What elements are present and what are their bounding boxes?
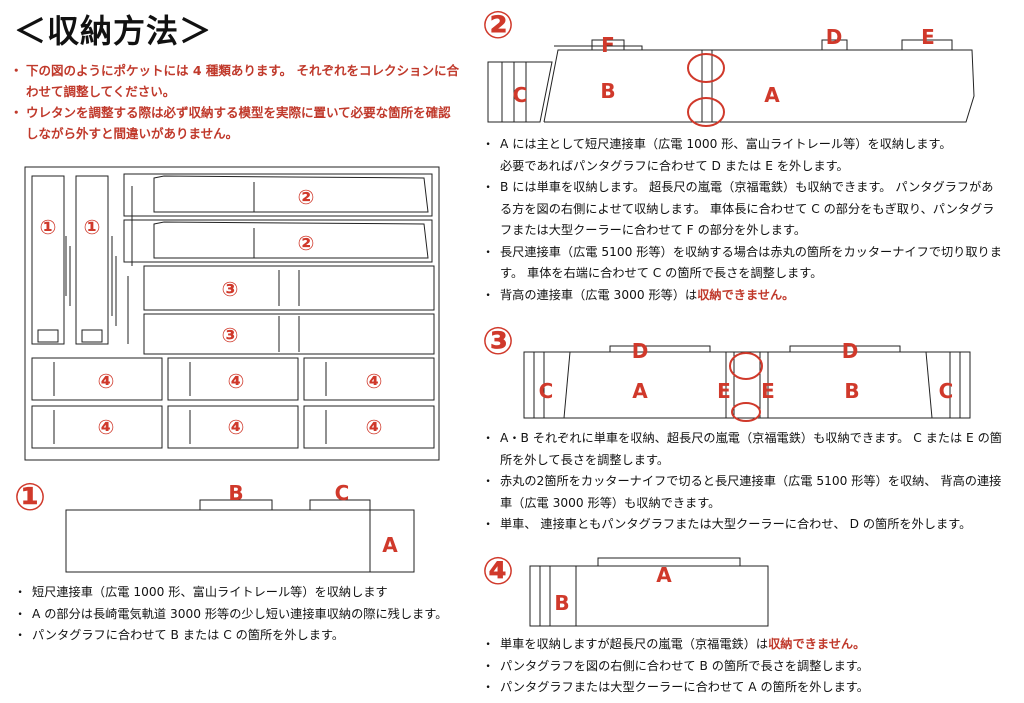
intro-note: 下の図のようにポケットには 4 種類あります。 それぞれをコレクションに合わせて… (10, 60, 460, 102)
note: 単車を収納しますが超長尺の嵐電（京福電鉄）は収納できません。 (482, 634, 1002, 656)
section-number: ② (482, 3, 515, 47)
pocket-1 (31, 175, 65, 345)
note: 赤丸の2箇所をカッターナイフで切ると長尺連接車（広電 5100 形等）を収納、 … (482, 471, 1008, 514)
pocket-1 (75, 175, 109, 345)
pocket-4 (31, 405, 163, 449)
part-label: E (921, 26, 935, 49)
tray-outline (24, 166, 440, 461)
part-label: A (632, 379, 648, 403)
part-label: F (601, 33, 615, 57)
section-2-notes: A には主として短尺連接車（広電 1000 形、富山ライトレール等）を収納します… (482, 134, 1002, 306)
section-1-notes: 短尺連接車（広電 1000 形、富山ライトレール等）を収納します A の部分は長… (14, 582, 484, 647)
pocket-2-diagram: F D E C B A (487, 26, 975, 127)
section-number: ④ (482, 549, 515, 593)
pocket-label: ③ (222, 277, 239, 301)
note: 長尺連接車（広電 5100 形等）を収納する場合は赤丸の箇所をカッターナイフで切… (482, 242, 1002, 285)
part-label: D (826, 26, 843, 49)
pocket-label: ④ (366, 369, 383, 393)
cut-mark-circle (729, 352, 763, 380)
part-label: C (939, 379, 954, 403)
pocket-4 (303, 357, 435, 401)
note: A の部分は長崎電気軌道 3000 形等の少し短い連接車収納の際に残します。 (14, 604, 484, 626)
pocket-4 (167, 357, 299, 401)
pocket-label: ① (84, 215, 101, 239)
pocket-1-diagram: B C A (65, 481, 415, 573)
cut-mark-circle (731, 402, 761, 422)
part-label: E (761, 379, 775, 403)
warning-text: 収納できません。 (768, 637, 866, 651)
warning-text: 収納できません。 (697, 287, 795, 302)
page-title: ＜収納方法＞ (14, 12, 213, 50)
pocket-4 (31, 357, 163, 401)
section-3-notes: A・B それぞれに単車を収納、超長尺の嵐電（京福電鉄）も収納できます。 C また… (482, 428, 1008, 536)
part-label: E (717, 379, 731, 403)
cut-mark-circle (687, 97, 725, 127)
part-label: C (513, 83, 528, 107)
note: 短尺連接車（広電 1000 形、富山ライトレール等）を収納します (14, 582, 484, 604)
note: パンタグラフまたは大型クーラーに合わせて A の箇所を外します。 (482, 677, 1002, 699)
part-label: B (600, 79, 615, 103)
pocket-label: ④ (228, 415, 245, 439)
pocket-label: ② (298, 185, 315, 209)
note: 単車、 連接車ともパンタグラフまたは大型クーラーに合わせ、 D の箇所を外します… (482, 514, 1008, 536)
pocket-label: ④ (98, 369, 115, 393)
note: パンタグラフを図の右側に合わせて B の箇所で長さを調整します。 (482, 656, 1002, 678)
note: A・B それぞれに単車を収納、超長尺の嵐電（京福電鉄）も収納できます。 C また… (482, 428, 1008, 471)
pocket-3-diagram: D D C A E E B C (523, 339, 971, 422)
pocket-label: ② (298, 231, 315, 255)
pocket-label: ④ (228, 369, 245, 393)
part-label: B (554, 591, 569, 615)
pocket-label: ③ (222, 323, 239, 347)
note: 背高の連接車（広電 3000 形等）は収納できません。 (482, 285, 1002, 307)
note: パンタグラフに合わせて B または C の箇所を外します。 (14, 625, 484, 647)
note: A には主として短尺連接車（広電 1000 形、富山ライトレール等）を収納します… (482, 134, 1002, 177)
pocket-label: ① (40, 215, 57, 239)
section-4-notes: 単車を収納しますが超長尺の嵐電（京福電鉄）は収納できません。 パンタグラフを図の… (482, 634, 1002, 699)
part-label: C (335, 481, 350, 505)
part-label: B (844, 379, 859, 403)
part-label: A (764, 83, 780, 107)
pocket-4 (303, 405, 435, 449)
section-number: ③ (482, 319, 515, 363)
pocket-label: ④ (98, 415, 115, 439)
section-number: ① (14, 475, 47, 519)
part-label: A (656, 563, 672, 587)
part-label: A (382, 533, 398, 557)
note: B には単車を収納します。 超長尺の嵐電（京福電鉄）も収納できます。 パンタグラ… (482, 177, 1002, 242)
pocket-2 (123, 219, 433, 263)
pocket-3 (143, 313, 435, 355)
part-label: B (228, 481, 243, 505)
pocket-2 (123, 173, 433, 217)
part-label: D (632, 339, 649, 363)
part-label: C (539, 379, 554, 403)
pocket-3 (143, 265, 435, 311)
part-label: D (842, 339, 859, 363)
pocket-label: ④ (366, 415, 383, 439)
pocket-4-diagram: A B (529, 557, 769, 627)
intro-note: ウレタンを調整する際は必ず収納する模型を実際に置いて必要な箇所を確認しながら外す… (10, 102, 460, 144)
cut-mark-circle (687, 53, 725, 83)
pocket-4 (167, 405, 299, 449)
intro-notes: 下の図のようにポケットには 4 種類あります。 それぞれをコレクションに合わせて… (10, 60, 460, 144)
tray-overview-diagram: ① ① ② ② ③ ③ ④ ④ ④ ④ ④ ④ (24, 166, 440, 461)
